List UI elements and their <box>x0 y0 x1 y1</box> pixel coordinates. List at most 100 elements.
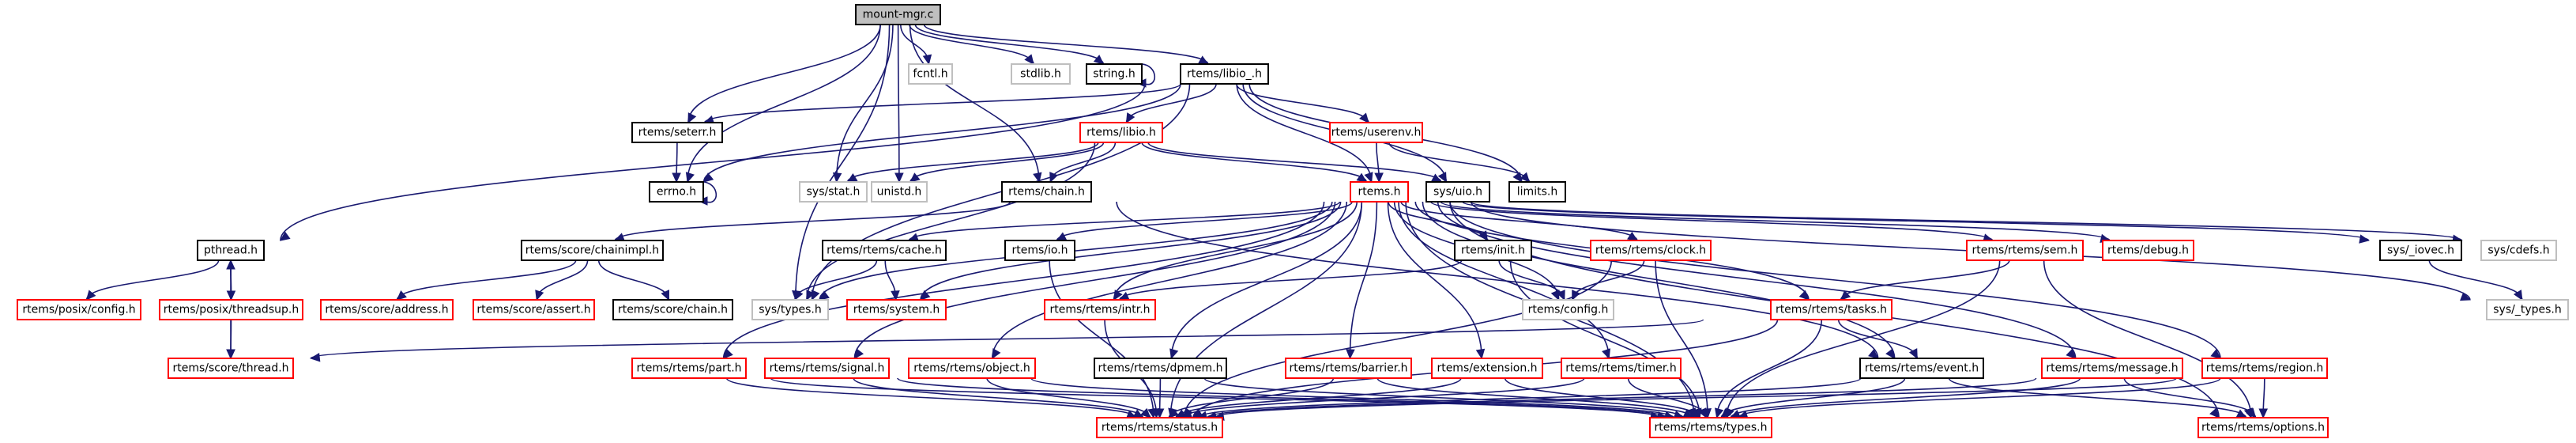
node-box[interactable] <box>1004 240 1075 261</box>
node-rtems-chain-h[interactable]: rtems/chain.h <box>1001 181 1092 203</box>
node-rtems-score-chain-h[interactable]: rtems/score/chain.h <box>612 299 733 320</box>
node-rtems-libio-h[interactable]: rtems/libio.h <box>1079 122 1163 143</box>
node-rtems-rtems-dpmem-h[interactable]: rtems/rtems/dpmem.h <box>1094 358 1227 379</box>
node-box[interactable] <box>1094 358 1227 379</box>
node-rtems-system-h[interactable]: rtems/system.h <box>846 299 947 320</box>
node-rtems-score-thread-h[interactable]: rtems/score/thread.h <box>168 358 294 379</box>
node-box[interactable] <box>2379 240 2462 261</box>
node-box[interactable] <box>1425 181 1490 203</box>
node-rtems-posix-threadsup-h[interactable]: rtems/posix/threadsup.h <box>159 299 303 320</box>
node-box[interactable] <box>2198 417 2329 438</box>
node-string-h[interactable]: string.h <box>1086 63 1143 85</box>
node-box[interactable] <box>17 299 141 320</box>
node-rtems-rtems-types-h[interactable]: rtems/rtems/types.h <box>1649 417 1772 438</box>
node-rtems-score-address-h[interactable]: rtems/score/address.h <box>320 299 454 320</box>
node-box[interactable] <box>1454 240 1532 261</box>
node-box[interactable] <box>1508 181 1566 203</box>
node-box[interactable] <box>751 299 829 320</box>
node-rtems-score-chainimpl-h[interactable]: rtems/score/chainimpl.h <box>521 240 664 261</box>
node-rtems-rtems-intr-h[interactable]: rtems/rtems/intr.h <box>1044 299 1156 320</box>
node-rtems-rtems-event-h[interactable]: rtems/rtems/event.h <box>1859 358 1984 379</box>
node-box[interactable] <box>2201 358 2328 379</box>
node-box[interactable] <box>1431 358 1543 379</box>
node-rtems-rtems-sem-h[interactable]: rtems/rtems/sem.h <box>1966 240 2084 261</box>
node-box[interactable] <box>631 358 747 379</box>
node-box[interactable] <box>2486 299 2569 320</box>
node-box[interactable] <box>908 63 953 85</box>
node-rtems-extension-h[interactable]: rtems/extension.h <box>1431 358 1543 379</box>
node-errno-h[interactable]: errno.h <box>649 181 704 203</box>
node-box[interactable] <box>1001 181 1092 203</box>
node-rtems-posix-config-h[interactable]: rtems/posix/config.h <box>17 299 141 320</box>
node-box[interactable] <box>1522 299 1614 320</box>
node-box[interactable] <box>764 358 890 379</box>
node-box[interactable] <box>1770 299 1892 320</box>
node-rtems-seterr-h[interactable]: rtems/seterr.h <box>631 122 723 143</box>
node-rtems-config-h[interactable]: rtems/config.h <box>1522 299 1614 320</box>
node-rtems-rtems-object-h[interactable]: rtems/rtems/object.h <box>908 358 1036 379</box>
node-box[interactable] <box>320 299 454 320</box>
node-rtems-rtems-signal-h[interactable]: rtems/rtems/signal.h <box>764 358 890 379</box>
node-box[interactable] <box>799 181 868 203</box>
node-rtems-io-h[interactable]: rtems/io.h <box>1004 240 1075 261</box>
node-box[interactable] <box>1590 240 1712 261</box>
node-limits-h[interactable]: limits.h <box>1508 181 1566 203</box>
node-rtems-rtems-timer-h[interactable]: rtems/rtems/timer.h <box>1561 358 1682 379</box>
node-rtems-rtems-status-h[interactable]: rtems/rtems/status.h <box>1096 417 1223 438</box>
node-box[interactable] <box>521 240 664 261</box>
node-rtems-libio-h[interactable]: rtems/libio_.h <box>1180 63 1269 85</box>
node-rtems-score-assert-h[interactable]: rtems/score/assert.h <box>473 299 595 320</box>
node-box[interactable] <box>473 299 595 320</box>
node-sys-uio-h[interactable]: sys/uio.h <box>1425 181 1490 203</box>
node-box[interactable] <box>846 299 947 320</box>
node-sys-types-h[interactable]: sys/types.h <box>751 299 829 320</box>
node-box[interactable] <box>631 122 723 143</box>
node-box[interactable] <box>2102 240 2194 261</box>
node-rtems-userenv-h[interactable]: rtems/userenv.h <box>1329 122 1423 143</box>
node-sys-types-h[interactable]: sys/_types.h <box>2486 299 2569 320</box>
node-box[interactable] <box>855 4 941 25</box>
node-box[interactable] <box>908 358 1036 379</box>
node-box[interactable] <box>1350 181 1409 203</box>
node-box[interactable] <box>197 240 265 261</box>
node-rtems-debug-h[interactable]: rtems/debug.h <box>2102 240 2194 261</box>
node-box[interactable] <box>1966 240 2084 261</box>
node-box[interactable] <box>871 181 928 203</box>
node-box[interactable] <box>1859 358 1984 379</box>
node-unistd-h[interactable]: unistd.h <box>871 181 928 203</box>
node-rtems-rtems-options-h[interactable]: rtems/rtems/options.h <box>2198 417 2329 438</box>
node-stdlib-h[interactable]: stdlib.h <box>1011 63 1071 85</box>
node-box[interactable] <box>649 181 704 203</box>
node-box[interactable] <box>612 299 733 320</box>
node-rtems-rtems-cache-h[interactable]: rtems/rtems/cache.h <box>822 240 947 261</box>
node-box[interactable] <box>1011 63 1071 85</box>
node-box[interactable] <box>168 358 294 379</box>
node-rtems-rtems-clock-h[interactable]: rtems/rtems/clock.h <box>1590 240 1712 261</box>
node-box[interactable] <box>822 240 947 261</box>
node-sys-cdefs-h[interactable]: sys/cdefs.h <box>2480 240 2557 261</box>
node-rtems-rtems-message-h[interactable]: rtems/rtems/message.h <box>2041 358 2183 379</box>
node-rtems-rtems-barrier-h[interactable]: rtems/rtems/barrier.h <box>1285 358 1412 379</box>
node-box[interactable] <box>159 299 303 320</box>
node-box[interactable] <box>1329 122 1423 143</box>
node-sys-iovec-h[interactable]: sys/_iovec.h <box>2379 240 2462 261</box>
node-rtems-init-h[interactable]: rtems/init.h <box>1454 240 1532 261</box>
node-box[interactable] <box>1649 417 1772 438</box>
node-rtems-rtems-part-h[interactable]: rtems/rtems/part.h <box>631 358 747 379</box>
node-rtems-h[interactable]: rtems.h <box>1350 181 1409 203</box>
node-rtems-rtems-region-h[interactable]: rtems/rtems/region.h <box>2201 358 2328 379</box>
node-box[interactable] <box>1044 299 1156 320</box>
node-rtems-rtems-tasks-h[interactable]: rtems/rtems/tasks.h <box>1770 299 1892 320</box>
node-sys-stat-h[interactable]: sys/stat.h <box>799 181 868 203</box>
node-box[interactable] <box>1180 63 1269 85</box>
node-pthread-h[interactable]: pthread.h <box>197 240 265 261</box>
node-box[interactable] <box>1096 417 1223 438</box>
node-box[interactable] <box>2480 240 2557 261</box>
node-mount-mgr-c[interactable]: mount-mgr.c <box>855 4 941 25</box>
node-box[interactable] <box>1086 63 1143 85</box>
node-box[interactable] <box>1079 122 1163 143</box>
node-box[interactable] <box>2041 358 2183 379</box>
node-box[interactable] <box>1561 358 1682 379</box>
node-fcntl-h[interactable]: fcntl.h <box>908 63 953 85</box>
node-box[interactable] <box>1285 358 1412 379</box>
